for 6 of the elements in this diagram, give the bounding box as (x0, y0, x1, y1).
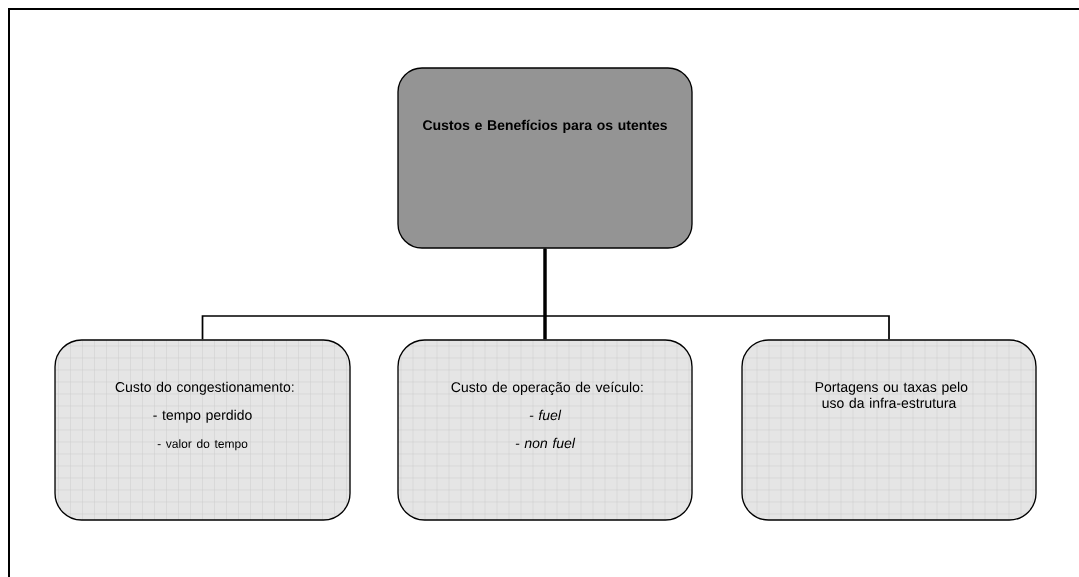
title-box: Custos e Benefícios para os utentes (397, 67, 693, 249)
category-box: Portagens ou taxas pelo uso da infra-estrutura (741, 339, 1037, 521)
connector-line (544, 247, 890, 341)
connector-line (543, 248, 547, 340)
category-box: Custo de operação de veículo: - fuel - non fuel (397, 339, 693, 521)
category-box: Custo do congestionamento: - tempo perdido - valor do tempo (54, 339, 351, 521)
